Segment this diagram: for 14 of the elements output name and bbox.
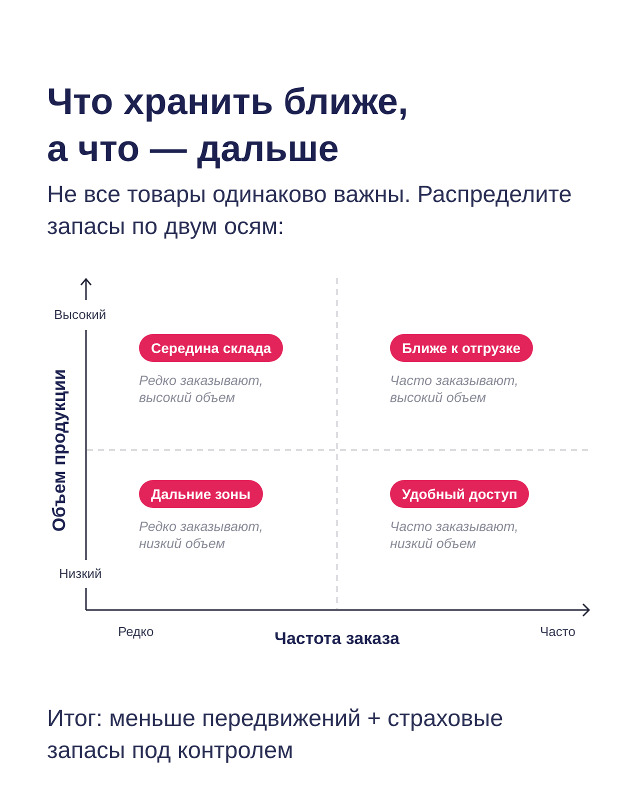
zone-description: Часто заказывают, высокий объем [390,372,520,406]
y-axis-title: Объем продукции [49,368,70,532]
axis-tick-label: Редко [116,624,156,640]
zone-pill: Дальние зоны [139,480,263,508]
zone-pill: Ближе к отгрузке [390,334,532,362]
title: Что хранить ближе, а что — дальше [47,80,410,171]
intro-text: Не все товары одинаково важны. Распределите запасы по двум осям: [47,180,573,241]
zone-description: Редко заказывают, высокий объем [139,372,264,406]
zone-pill: Середина склада [139,334,284,362]
zone-pill: Удобный доступ [390,480,530,508]
zone-description: Редко заказывают, низкий объем [139,518,264,552]
zone-description: Часто заказывают, низкий объем [390,518,520,552]
summary-text: Итог: меньше передвижений + страховые запасы под контролем [47,704,504,765]
x-axis-title: Частота заказа [274,628,400,649]
